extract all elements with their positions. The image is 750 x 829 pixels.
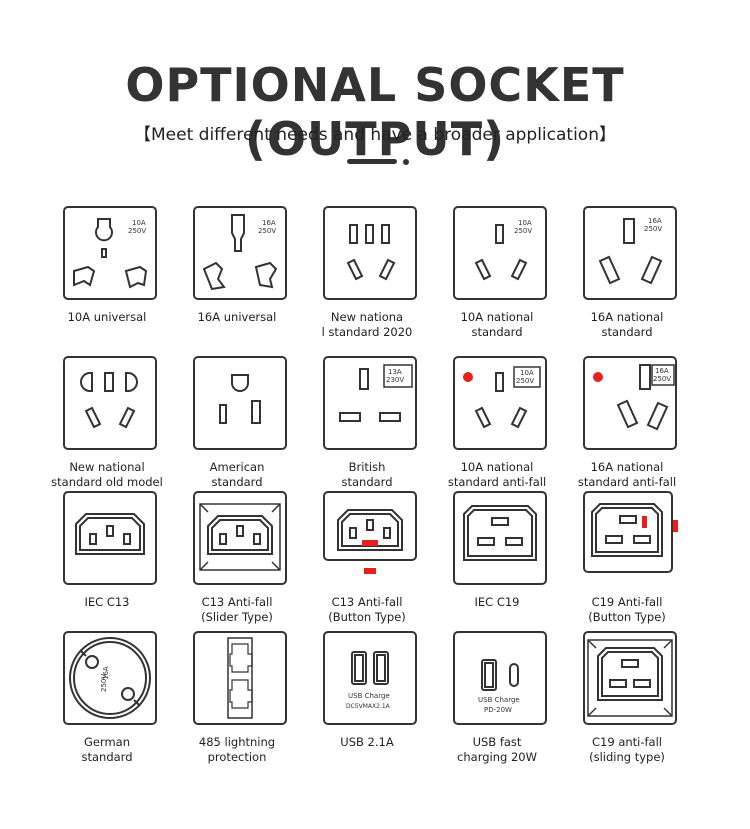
national-10a-socket-icon: 10A 250V (452, 205, 548, 301)
socket-card: 16A 250V 16A universal (172, 205, 302, 345)
socket-card: 13A 230V British standard (302, 355, 432, 495)
usb-21a-icon: USB Charge DC5VMAX2.1A (322, 630, 418, 726)
socket-card: IEC C19 (432, 490, 562, 630)
divider-bar (347, 159, 397, 164)
socket-label: New national standard old model (51, 460, 163, 489)
national-16a-socket-icon: 16A 250V (582, 205, 678, 301)
rating-text: 10A (132, 219, 146, 227)
socket-card: C13 Anti-fall (Slider Type) (172, 490, 302, 630)
rating-text: 250V (100, 674, 108, 692)
socket-label: 16A universal (197, 310, 277, 324)
socket-card: C19 anti-fall (sliding type) (562, 630, 692, 770)
usb-spec-text: PD-20W (484, 706, 512, 714)
german-socket-icon: 16A 250V (62, 630, 158, 726)
universal-10a-socket-icon: 10A 250V (62, 205, 158, 301)
national-10a-antifall-icon: 10A 250V (452, 355, 548, 451)
rating-text: 10A (518, 219, 532, 227)
usb-spec-text: DC5VMAX2.1A (346, 703, 391, 710)
rating-text: 250V (258, 227, 276, 235)
socket-label: C19 anti-fall (sliding type) (589, 735, 665, 764)
rating-text: 16A (102, 666, 110, 680)
usb-pd-icon: USB Charge PD-20W (452, 630, 548, 726)
socket-label: 16A national standard (590, 310, 664, 339)
page-subtitle: 【Meet different needs and have a broader… (134, 125, 616, 145)
socket-card: C19 Anti-fall (Button Type) (562, 490, 692, 630)
socket-label: C19 Anti-fall (Button Type) (588, 595, 666, 624)
socket-card: New national standard old model (42, 355, 172, 495)
socket-label: C13 Anti-fall (Slider Type) (201, 595, 273, 624)
socket-card: 10A 250V 10A universal (42, 205, 172, 345)
rating-text: 230V (386, 376, 404, 384)
iec-c19-icon (452, 490, 548, 586)
socket-card: IEC C13 (42, 490, 172, 630)
rating-text: 250V (644, 225, 662, 233)
rating-text: 16A (655, 367, 669, 375)
rating-text: 10A (520, 369, 534, 377)
rating-text: 250V (128, 227, 146, 235)
c13-slider-icon (192, 490, 288, 586)
socket-label: American standard (209, 460, 265, 489)
socket-card: C13 Anti-fall (Button Type) (302, 490, 432, 630)
socket-card: 16A 250V German standard (42, 630, 172, 770)
national-16a-antifall-icon: 16A 250V (582, 355, 678, 451)
usb-label-text: USB Charge (478, 696, 520, 704)
rj45-ports-icon (192, 630, 288, 726)
divider-dot (403, 159, 409, 165)
iec-c13-icon (62, 490, 158, 586)
socket-label: USB fast charging 20W (457, 735, 537, 764)
socket-card: 485 lightning protection (172, 630, 302, 770)
national-old-socket-icon (62, 355, 158, 451)
socket-label: IEC C19 (474, 595, 520, 609)
socket-label: IEC C13 (84, 595, 130, 609)
socket-card: USB Charge PD-20W USB fast charging 20W (432, 630, 562, 770)
rating-text: 250V (516, 377, 534, 385)
socket-card: 10A 250V 10A national standard (432, 205, 562, 345)
socket-label: 16A national standard anti-fall (577, 460, 677, 489)
socket-label: 10A national standard anti-fall (447, 460, 547, 489)
american-socket-icon (192, 355, 288, 451)
socket-label: C13 Anti-fall (Button Type) (328, 595, 406, 624)
c19-slider-icon (582, 630, 678, 726)
usb-label-text: USB Charge (348, 692, 390, 700)
socket-label: 10A national standard (460, 310, 534, 339)
national-2020-socket-icon (322, 205, 418, 301)
british-socket-icon: 13A 230V (322, 355, 418, 451)
socket-card: USB Charge DC5VMAX2.1A USB 2.1A (302, 630, 432, 770)
rating-text: 13A (388, 368, 402, 376)
socket-label: German standard (81, 735, 133, 764)
c13-button-icon (322, 490, 418, 586)
title-divider (347, 159, 409, 165)
c19-button-icon (582, 490, 678, 586)
socket-card: American standard (172, 355, 302, 495)
socket-label: USB 2.1A (340, 735, 394, 749)
socket-card: 10A 250V 10A national standard anti-fall (432, 355, 562, 495)
socket-label: 10A universal (67, 310, 147, 324)
socket-label: 485 lightning protection (198, 735, 276, 764)
rating-text: 250V (653, 375, 671, 383)
rating-text: 16A (648, 217, 662, 225)
page-title: OPTIONAL SOCKET (OUTPUT) (125, 58, 625, 166)
socket-label: New nationa l standard 2020 (321, 310, 413, 339)
rating-text: 250V (514, 227, 532, 235)
socket-label: British standard (341, 460, 393, 489)
socket-card: New nationa l standard 2020 (302, 205, 432, 345)
socket-card: 16A 250V 16A national standard (562, 205, 692, 345)
socket-card: 16A 250V 16A national standard anti-fall (562, 355, 692, 495)
universal-16a-socket-icon: 16A 250V (192, 205, 288, 301)
rating-text: 16A (262, 219, 276, 227)
